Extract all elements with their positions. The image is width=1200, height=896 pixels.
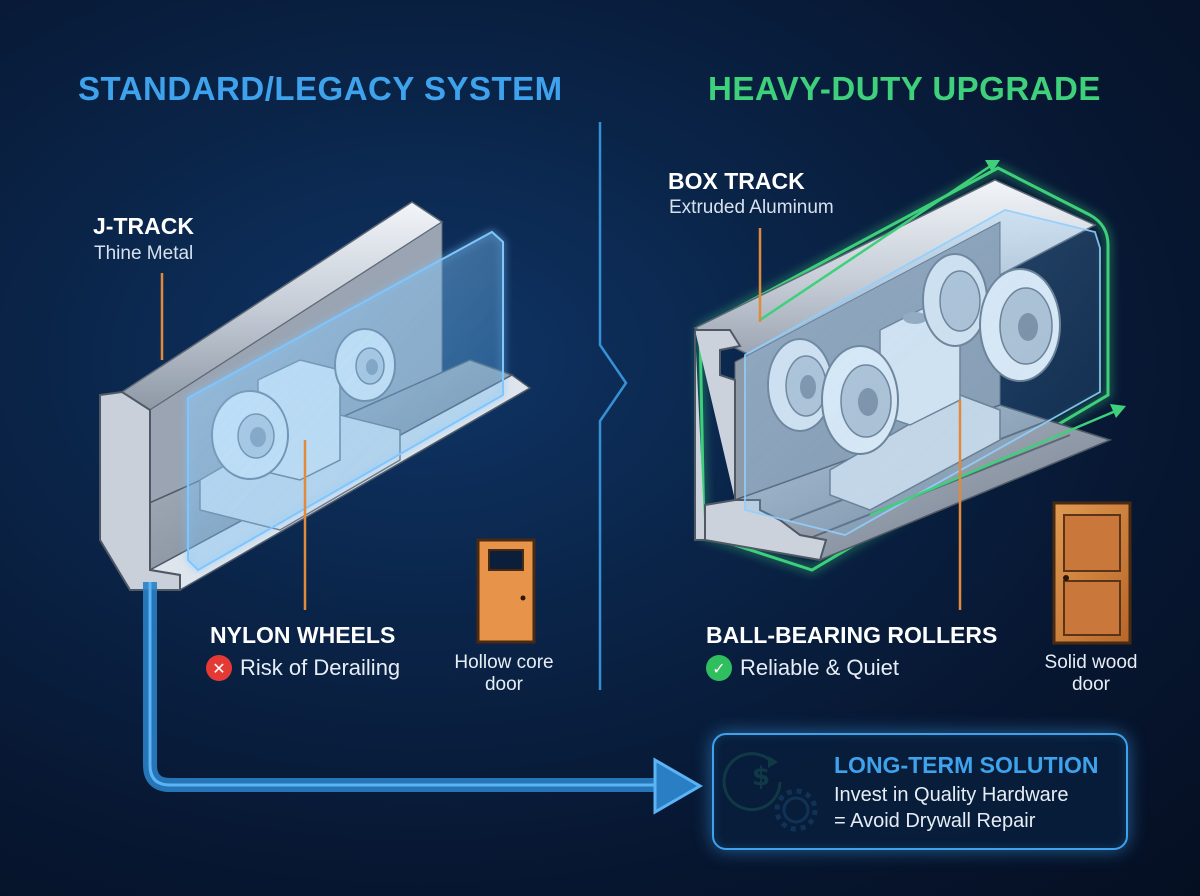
- door-caption-line: door: [1071, 674, 1111, 695]
- solution-line-1: Invest in Quality Hardware: [834, 784, 1069, 806]
- j-track-title: J-TRACK: [93, 213, 194, 239]
- nylon-wheels-title: NYLON WHEELS: [210, 622, 396, 648]
- long-term-solution-box: [712, 733, 1128, 850]
- solid-wood-door-caption: Solid wood door: [1021, 652, 1161, 696]
- ball-bearing-rollers-title: BALL-BEARING ROLLERS: [706, 622, 998, 648]
- nylon-wheels-status: ✕ Risk of Derailing: [206, 655, 400, 681]
- box-track-title: BOX TRACK: [668, 168, 805, 194]
- hollow-core-door-icon: [476, 538, 536, 644]
- x-circle-icon: ✕: [206, 655, 232, 681]
- center-divider: [598, 122, 628, 690]
- solution-title: LONG-TERM SOLUTION: [834, 752, 1099, 778]
- solution-line-2: = Avoid Drywall Repair: [834, 810, 1036, 832]
- ball-bearing-status-text: Reliable & Quiet: [740, 655, 899, 680]
- box-track-illustration: [693, 160, 1126, 572]
- door-caption-line: Hollow core: [454, 652, 554, 673]
- j-track-illustration: [98, 201, 703, 815]
- ball-bearing-status: ✓ Reliable & Quiet: [706, 655, 899, 681]
- solid-wood-door-icon: [1052, 501, 1132, 645]
- j-track-subtitle: Thine Metal: [94, 243, 194, 264]
- upgrade-heading: HEAVY-DUTY UPGRADE: [708, 70, 1101, 107]
- check-circle-icon: ✓: [706, 655, 732, 681]
- box-track-subtitle: Extruded Aluminum: [669, 197, 834, 218]
- door-caption-line: Solid wood: [1044, 652, 1138, 673]
- nylon-wheels-status-text: Risk of Derailing: [240, 655, 401, 680]
- hollow-core-door-caption: Hollow core door: [434, 652, 574, 696]
- door-caption-line: door: [484, 674, 524, 695]
- legacy-system-heading: STANDARD/LEGACY SYSTEM: [78, 70, 563, 107]
